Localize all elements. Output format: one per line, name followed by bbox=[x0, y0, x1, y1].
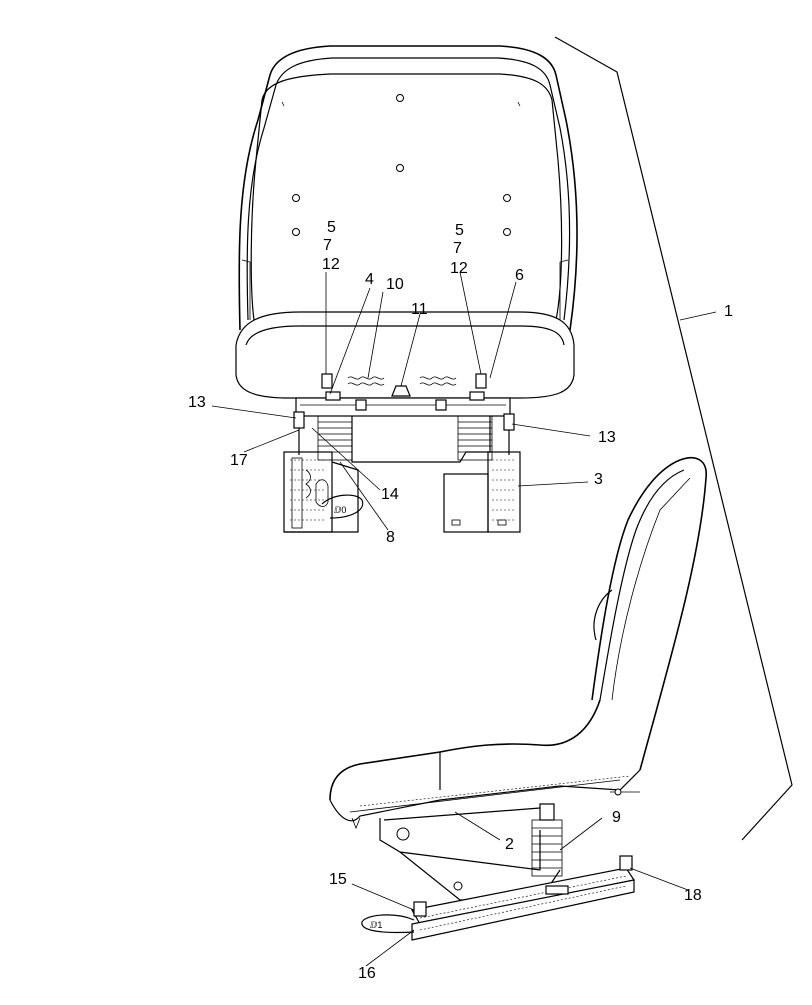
callout-4: 4 bbox=[365, 271, 374, 288]
svg-text:ⅅ1: ⅅ1 bbox=[370, 920, 382, 930]
callout-5-left: 5 bbox=[327, 219, 336, 236]
callout-13-right: 13 bbox=[598, 429, 616, 446]
callout-9: 9 bbox=[612, 809, 621, 826]
callout-7-right: 7 bbox=[453, 240, 462, 257]
callout-17: 17 bbox=[230, 452, 248, 469]
callout-5-right: 5 bbox=[455, 222, 464, 239]
callout-12-right: 12 bbox=[450, 260, 468, 277]
callout-2: 2 bbox=[505, 836, 514, 853]
seat-side-view: ⅅ1 bbox=[329, 456, 707, 941]
callout-13-left: 13 bbox=[188, 394, 206, 411]
callout-16: 16 bbox=[358, 965, 376, 982]
callout-18: 18 bbox=[684, 887, 702, 904]
callout-3: 3 bbox=[594, 471, 603, 488]
callout-6: 6 bbox=[515, 267, 524, 284]
callouts: 1 5 7 12 5 7 12 4 10 11 6 13 13 17 14 8 … bbox=[188, 219, 733, 982]
svg-text:ⅅ0: ⅅ0 bbox=[334, 505, 346, 515]
callout-14: 14 bbox=[381, 486, 399, 503]
seat-rear-view bbox=[235, 45, 578, 399]
callout-1: 1 bbox=[724, 303, 733, 320]
callout-15: 15 bbox=[329, 871, 347, 888]
callout-7-left: 7 bbox=[323, 237, 332, 254]
assembly-bracket-line bbox=[554, 36, 793, 841]
callout-11: 11 bbox=[411, 301, 428, 318]
callout-12-left: 12 bbox=[322, 256, 340, 273]
leader-lines bbox=[211, 271, 717, 967]
callout-10: 10 bbox=[386, 276, 404, 293]
callout-8: 8 bbox=[386, 529, 395, 546]
suspension-rear-view: ⅅ0 bbox=[283, 373, 521, 533]
